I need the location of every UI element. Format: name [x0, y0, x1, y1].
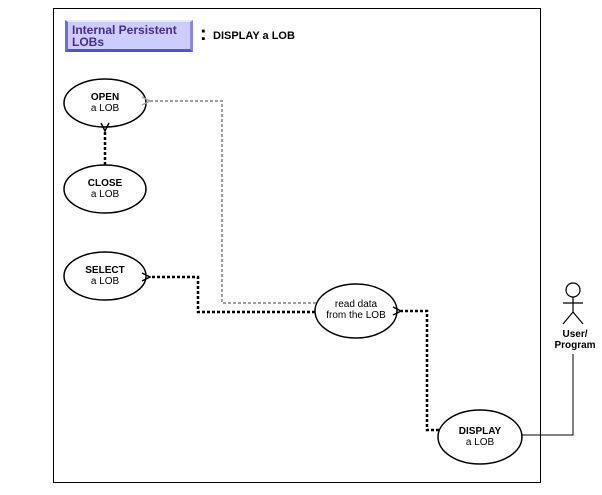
close-title: CLOSE — [87, 178, 123, 189]
use-case-close-label: CLOSE a LOB — [64, 178, 146, 200]
open-title: OPEN — [90, 92, 120, 103]
diagram-frame — [53, 8, 541, 483]
use-case-display-ellipse[interactable] — [437, 409, 523, 465]
use-case-display-label: DISPLAY a LOB — [438, 426, 522, 448]
use-case-open-label: OPEN a LOB — [64, 92, 146, 114]
close-subtitle: a LOB — [90, 189, 120, 200]
dependency-read-to-select — [150, 277, 315, 314]
actor-line1: User/ — [562, 329, 588, 340]
actor-user-icon[interactable] — [562, 282, 584, 325]
actor-label: User/ Program — [548, 329, 602, 351]
category-line1: Internal Persistent — [72, 23, 177, 37]
title-separator: : — [200, 23, 207, 45]
use-case-select-label: SELECT a LOB — [64, 265, 146, 287]
select-title: SELECT — [85, 265, 125, 276]
display-subtitle: a LOB — [465, 437, 495, 448]
display-title: DISPLAY — [458, 426, 502, 437]
actor-line2: Program — [554, 340, 596, 351]
category-badge[interactable]: Internal Persistent LOBs — [65, 20, 193, 52]
open-subtitle: a LOB — [90, 103, 120, 114]
read-subtitle: from the LOB — [326, 310, 386, 321]
read-title: read data — [334, 299, 378, 310]
actor-association-line — [522, 354, 574, 436]
use-case-read-label: read data from the LOB — [315, 299, 397, 321]
dependency-display-to-read — [401, 311, 439, 432]
select-subtitle: a LOB — [90, 276, 120, 287]
dependency-read-to-open — [150, 101, 316, 304]
category-line2: LOBs — [72, 35, 105, 49]
diagram-title: DISPLAY a LOB — [213, 30, 295, 42]
